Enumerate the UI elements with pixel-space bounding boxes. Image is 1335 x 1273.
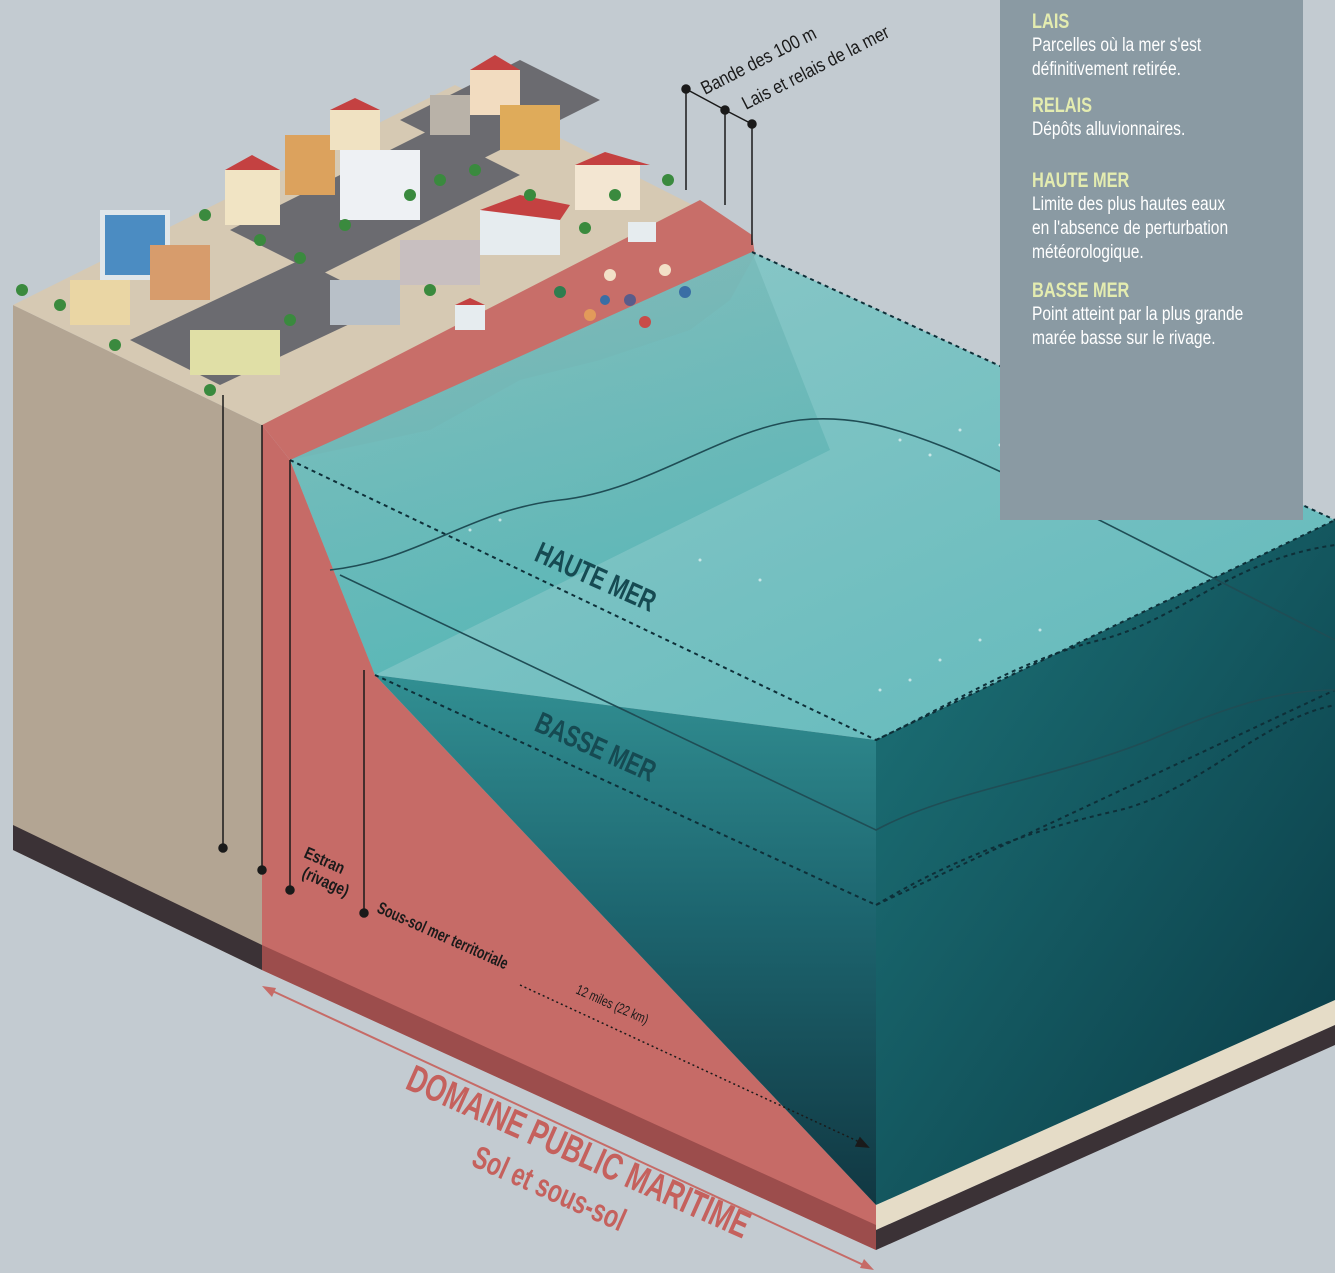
land-base bbox=[13, 825, 262, 970]
sea-right-face bbox=[876, 520, 1335, 1205]
legend-desc-lais-2: définitivement retirée. bbox=[1032, 59, 1181, 80]
sea-base-dark bbox=[876, 1025, 1335, 1250]
beach-umbrellas bbox=[554, 264, 691, 328]
leader-lines bbox=[218, 84, 870, 1148]
city-blocks bbox=[16, 55, 691, 396]
legend-entry-lais: LAIS Parcelles où la mer s'est définitiv… bbox=[1032, 10, 1238, 82]
legend-title-basse-mer: BASSE MER bbox=[1032, 279, 1130, 302]
low-tide-line bbox=[374, 674, 1335, 907]
sea-base bbox=[876, 1000, 1335, 1230]
legend-entry-relais: RELAIS Dépôts alluvionnaires. bbox=[1032, 94, 1219, 142]
domain-base bbox=[262, 945, 876, 1250]
legend-desc-lais-1: Parcelles où la mer s'est bbox=[1032, 35, 1202, 56]
legend-entry-basse-mer: BASSE MER Point atteint par la plus gran… bbox=[1032, 279, 1290, 351]
sea-volume bbox=[290, 252, 1335, 1250]
domain-beach-top bbox=[262, 200, 755, 460]
legend-entry-haute-mer: HAUTE MER Limite des plus hautes eaux en… bbox=[1032, 169, 1271, 265]
domain-front-face bbox=[262, 425, 876, 1250]
legend-desc-haute-mer-1: Limite des plus hautes eaux bbox=[1032, 194, 1226, 215]
domain-extent-arrow bbox=[262, 986, 874, 1270]
public-domain-block bbox=[262, 200, 876, 1250]
legend-panel: LAIS Parcelles où la mer s'est définitiv… bbox=[1000, 0, 1303, 520]
legend-title-haute-mer: HAUTE MER bbox=[1032, 169, 1130, 192]
legend-desc-haute-mer-3: météorologique. bbox=[1032, 242, 1144, 263]
sea-top bbox=[290, 252, 1335, 740]
legend-title-relais: RELAIS bbox=[1032, 94, 1093, 117]
legend-desc-basse-mer-2: marée basse sur le rivage. bbox=[1032, 328, 1216, 349]
legend-desc-haute-mer-2: en l'absence de perturbation bbox=[1032, 218, 1229, 239]
sea-front-face bbox=[375, 675, 876, 1205]
legend-desc-relais-1: Dépôts alluvionnaires. bbox=[1032, 119, 1186, 140]
legend-desc-basse-mer-1: Point atteint par la plus grande bbox=[1032, 304, 1244, 325]
legend-title-lais: LAIS bbox=[1032, 10, 1070, 33]
land-side-face bbox=[13, 305, 262, 970]
